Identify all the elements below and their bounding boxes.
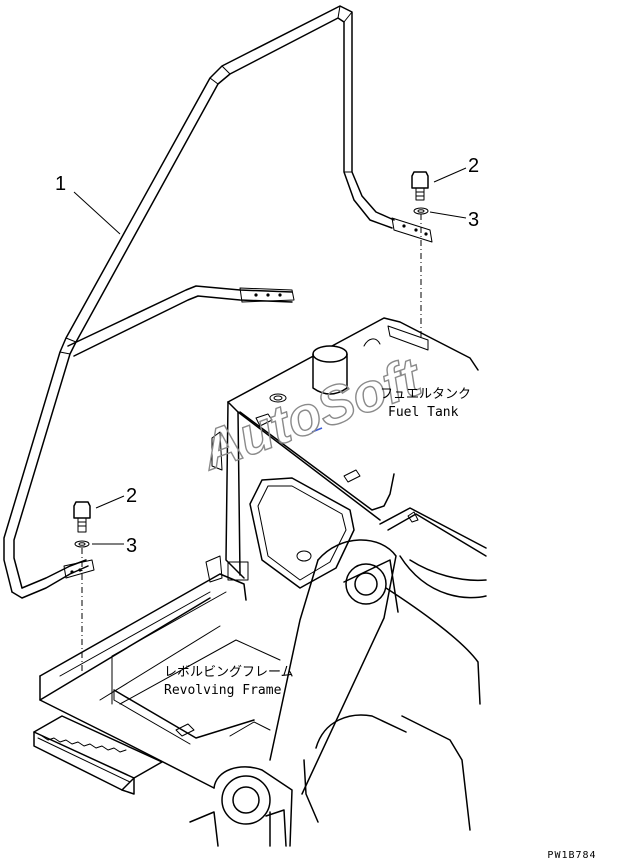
revolving-frame-label-en: Revolving Frame [164,683,282,698]
callout-handrail: 1 [55,173,66,195]
fuel-tank-label-en: Fuel Tank [388,405,459,420]
callout-bolt-right: 2 [468,155,479,177]
handrail [3,5,433,599]
leader-washer-right [429,211,467,219]
bolt-right [411,171,429,201]
leader-handrail [73,191,121,235]
washer-left [74,540,90,548]
bolt-left [73,501,91,533]
fuel-tank [205,317,479,589]
washer-right [413,207,429,215]
drawing-code: PW1B784 [547,850,596,861]
revolving-frame [33,507,487,847]
callout-bolt-left: 2 [126,485,137,507]
callout-washer-right: 3 [468,209,479,231]
fuel-tank-label-jp: フュエルタンク [380,387,471,402]
leader-bolt-left [95,495,125,509]
leader-bolt-right [433,167,467,183]
revolving-frame-label-jp: レボルビングフレーム [164,665,294,680]
callout-washer-left: 3 [126,535,137,557]
blue-marker [311,427,323,433]
